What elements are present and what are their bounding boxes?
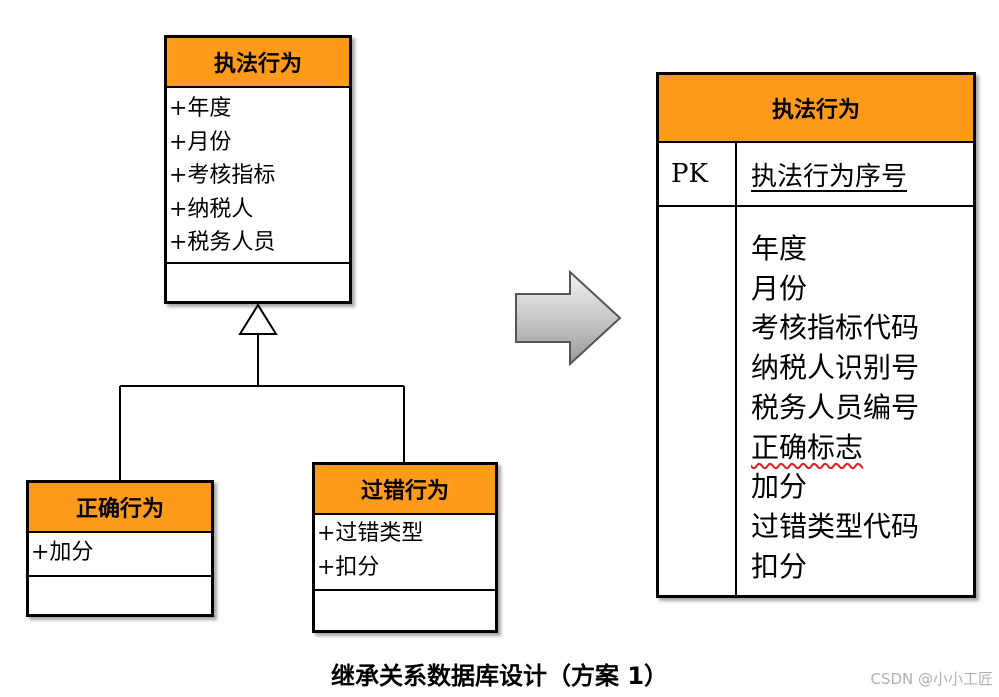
attribute-item: +纳税人	[169, 196, 254, 222]
attribute-item: +加分	[31, 540, 94, 565]
class-attributes: +加分	[29, 533, 211, 577]
class-name: 执法行为	[167, 38, 349, 88]
field-item: 年度	[751, 232, 808, 265]
attribute-item: +税务人员	[169, 230, 276, 255]
class-box-law-enforcement: 执法行为 +年度 +月份 +考核指标 +纳税人 +税务人员	[164, 35, 352, 304]
attribute-item: +年度	[169, 96, 232, 121]
class-attributes: +过错类型 +扣分	[315, 515, 495, 591]
field-item: 税务人员编号	[751, 390, 920, 424]
generalization-triangle	[238, 303, 278, 335]
class-attributes: +年度 +月份 +考核指标 +纳税人 +税务人员	[167, 88, 349, 264]
field-item: 加分	[751, 470, 808, 504]
class-name: 正确行为	[29, 483, 211, 533]
pk-field: 执法行为序号	[751, 161, 908, 192]
watermark: CSDN @小小工匠	[870, 670, 993, 688]
field-item: 纳税人识别号	[751, 351, 920, 385]
primary-key-row: PK 执法行为序号	[659, 143, 973, 207]
class-name: 过错行为	[315, 465, 495, 515]
class-box-correct-behavior: 正确行为 +加分	[26, 480, 214, 617]
field-list: 年度 月份 考核指标代码 纳税人识别号 税务人员编号 正确标志 加分 过错类型代…	[737, 207, 919, 597]
table-name: 执法行为	[659, 75, 973, 143]
class-box-wrong-behavior: 过错行为 +过错类型 +扣分	[312, 462, 498, 633]
pk-label: PK	[659, 143, 737, 205]
attribute-item: +过错类型	[317, 521, 424, 546]
table-fields-section: 年度 月份 考核指标代码 纳税人识别号 税务人员编号 正确标志 加分 过错类型代…	[659, 207, 973, 597]
db-table-law-enforcement: 执法行为 PK 执法行为序号 年度 月份 考核指标代码 纳税人识别号 税务人员编…	[656, 72, 976, 598]
field-item: 过错类型代码	[751, 509, 920, 543]
attribute-item: +月份	[169, 129, 232, 155]
field-item-flagged: 正确标志	[751, 430, 864, 464]
field-item: 扣分	[751, 549, 808, 583]
key-column	[659, 207, 737, 597]
attribute-item: +考核指标	[169, 163, 276, 188]
field-item: 考核指标代码	[751, 311, 920, 345]
diagram-caption: 继承关系数据库设计（方案 1）	[330, 662, 669, 690]
transform-arrow-icon	[515, 270, 622, 366]
attribute-item: +扣分	[317, 555, 380, 580]
field-item: 月份	[751, 271, 808, 305]
